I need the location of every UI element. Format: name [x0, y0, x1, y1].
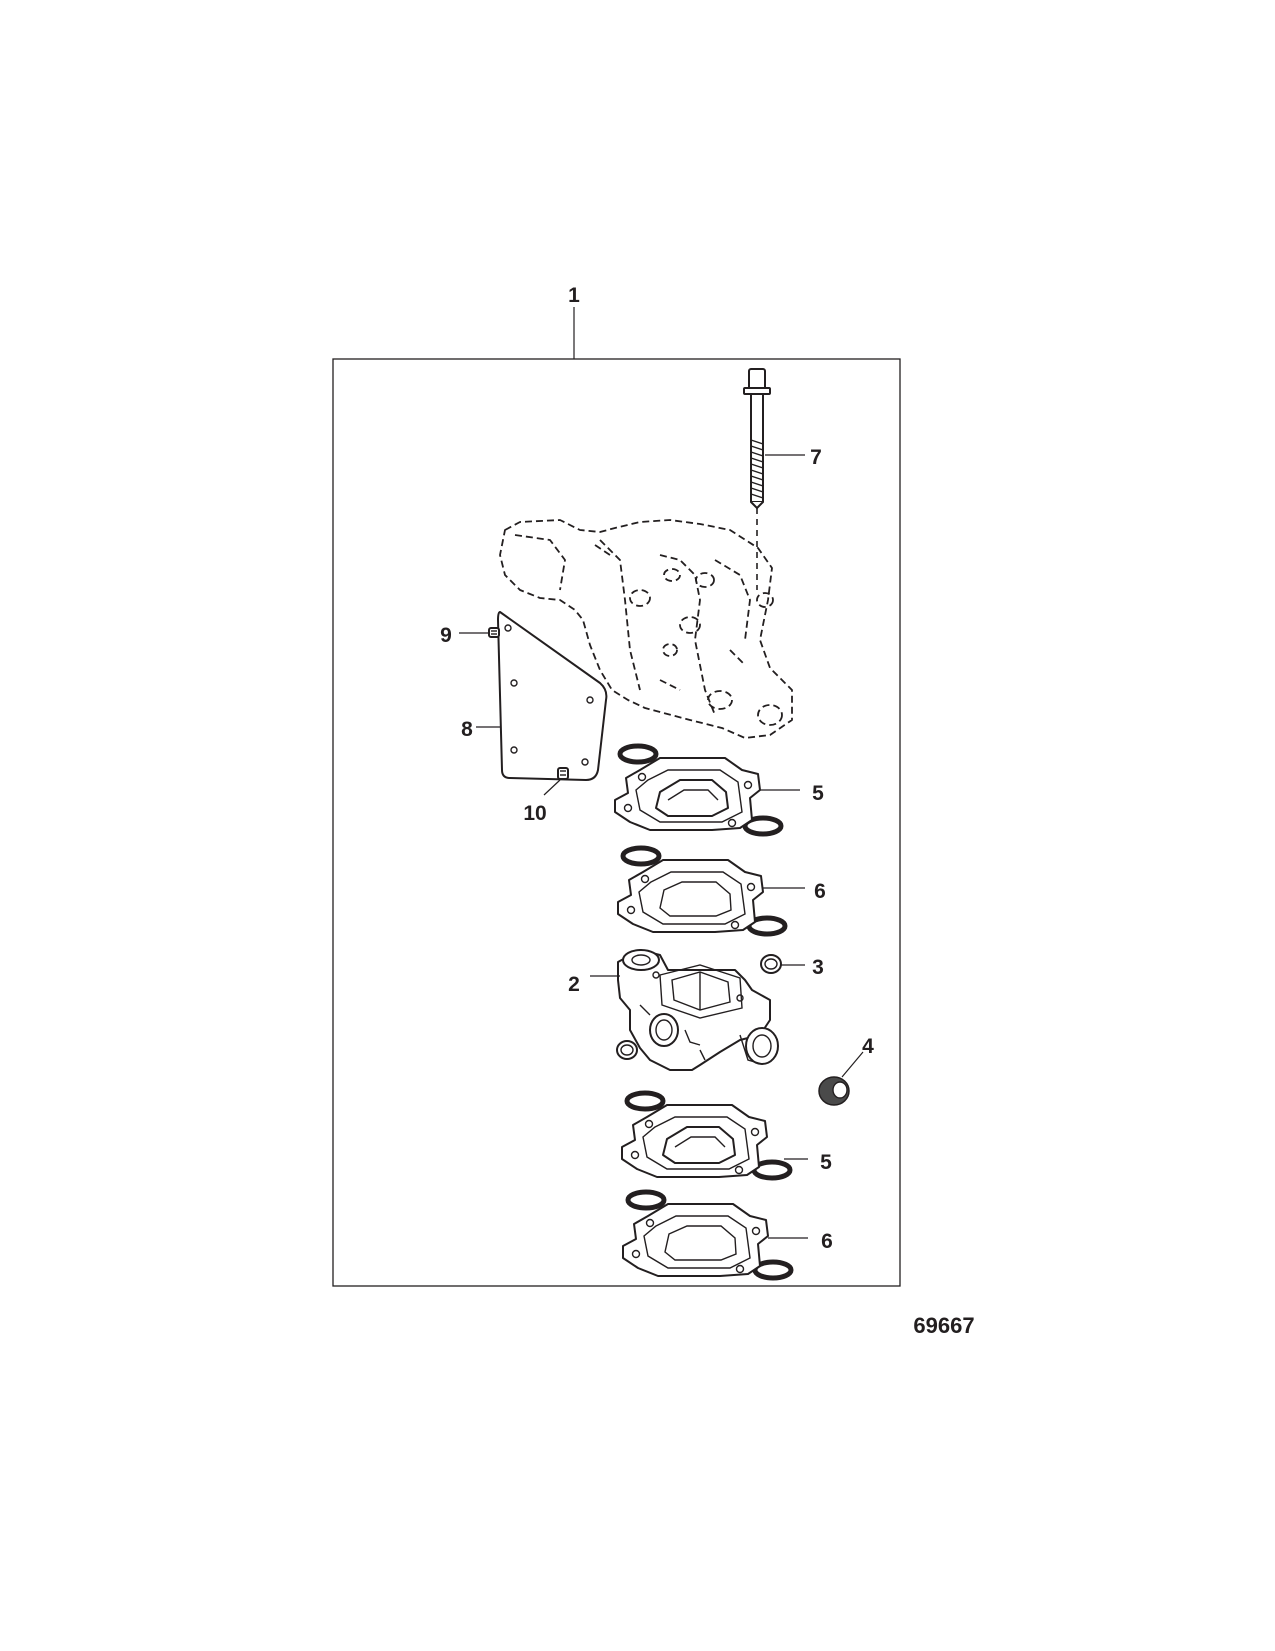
callout-5a: 5 — [812, 782, 824, 805]
leader-line-10 — [543, 779, 561, 796]
callout-8: 8 — [461, 718, 473, 741]
part-6-gasket-lower — [622, 1189, 794, 1281]
part-6-gasket-upper — [617, 845, 788, 937]
exhaust-manifold-ghost — [499, 519, 793, 739]
part-10-screw — [557, 767, 569, 780]
part-2-spacer-block — [617, 949, 779, 1071]
callout-10: 10 — [523, 802, 546, 825]
part-3-plug-lower — [616, 1040, 638, 1060]
callout-9: 9 — [440, 624, 452, 647]
part-4-fitting — [818, 1076, 850, 1106]
kit-boundary-box — [332, 358, 901, 1287]
part-7-bolt — [743, 368, 771, 509]
callout-6a: 6 — [814, 880, 826, 903]
part-8-cover-plate — [497, 611, 608, 781]
part-5-gasket-upper — [614, 743, 784, 837]
callout-4: 4 — [862, 1035, 874, 1058]
callout-2: 2 — [568, 973, 580, 996]
callout-1: 1 — [568, 284, 580, 307]
callout-7: 7 — [810, 446, 822, 469]
part-5-gasket-lower — [621, 1090, 793, 1181]
figure-id: 69667 — [913, 1313, 974, 1338]
callout-5b: 5 — [820, 1151, 832, 1174]
part-3-plug — [760, 954, 782, 974]
callout-6b: 6 — [821, 1230, 833, 1253]
part-9-screw — [488, 627, 500, 638]
callout-3: 3 — [812, 956, 824, 979]
leader-line-4 — [841, 1051, 864, 1078]
